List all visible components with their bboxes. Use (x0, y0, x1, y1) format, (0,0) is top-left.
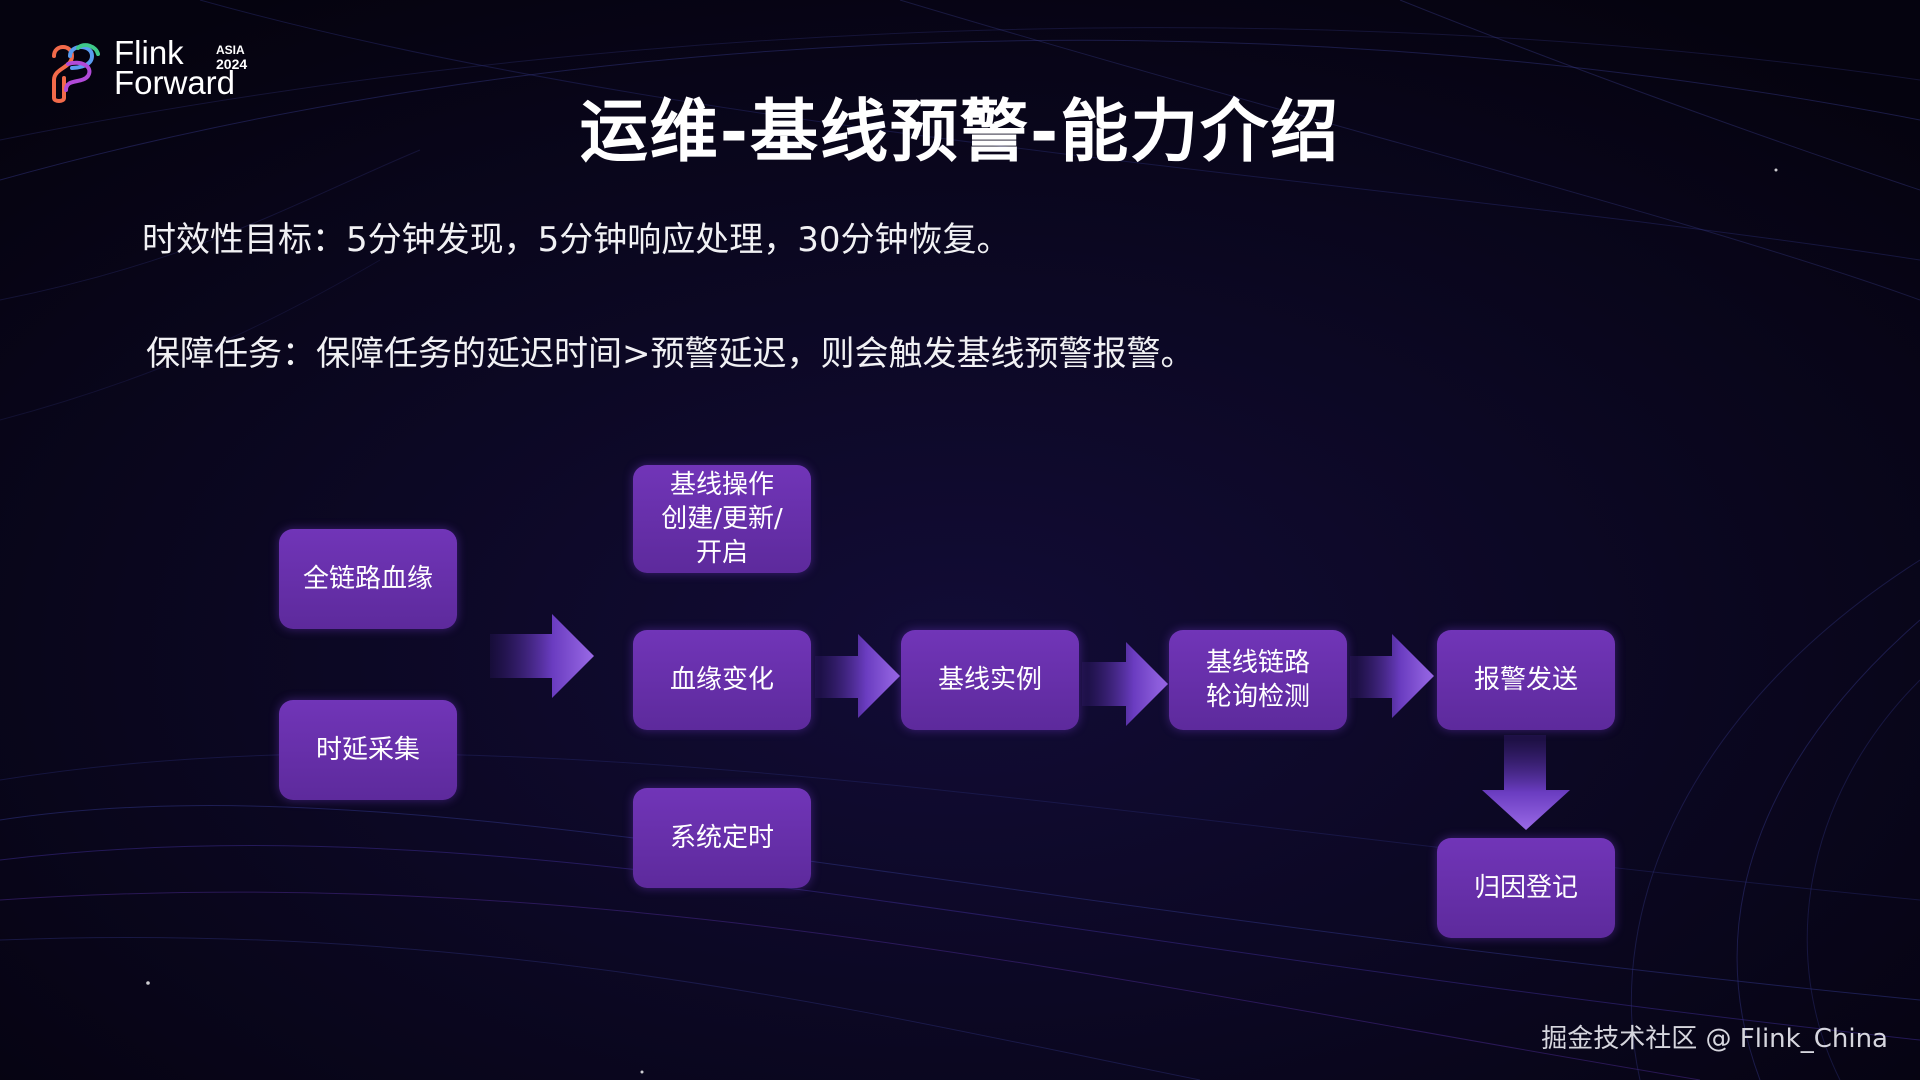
logo-badge: ASIA 2024 (216, 44, 247, 72)
flow-node-lineage-change: 血缘变化 (633, 630, 811, 730)
watermark: 掘金技术社区 @ Flink_China (1541, 1024, 1888, 1054)
flow-node-full-lineage: 全链路血缘 (279, 529, 457, 629)
flow-node-alert-sending: 报警发送 (1437, 630, 1615, 730)
logo-wordmark: Flink Forward (114, 34, 236, 101)
logo-line-flink: Flink (114, 34, 184, 71)
task-text: 保障任务：保障任务的延迟时间>预警延迟，则会触发基线预警报警。 (146, 334, 1195, 374)
logo-badge-region: ASIA (216, 43, 245, 57)
flow-node-baseline-instance: 基线实例 (901, 630, 1079, 730)
logo-badge-year: 2024 (216, 56, 248, 72)
slide-title: 运维-基线预警-能力介绍 (579, 93, 1341, 172)
flink-forward-logo: Flink Forward ASIA 2024 (48, 34, 268, 108)
flink-logo-icon (52, 43, 100, 103)
flow-node-link-polling-check: 基线链路 轮询检测 (1169, 630, 1347, 730)
logo-line-forward: Forward (114, 64, 236, 101)
flow-node-system-timer: 系统定时 (633, 788, 811, 888)
goal-text: 时效性目标：5分钟发现，5分钟响应处理，30分钟恢复。 (142, 220, 1011, 260)
flow-node-baseline-operation: 基线操作 创建/更新/ 开启 (633, 465, 811, 573)
flow-node-latency-collection: 时延采集 (279, 700, 457, 800)
flow-node-attribution-registration: 归因登记 (1437, 838, 1615, 938)
